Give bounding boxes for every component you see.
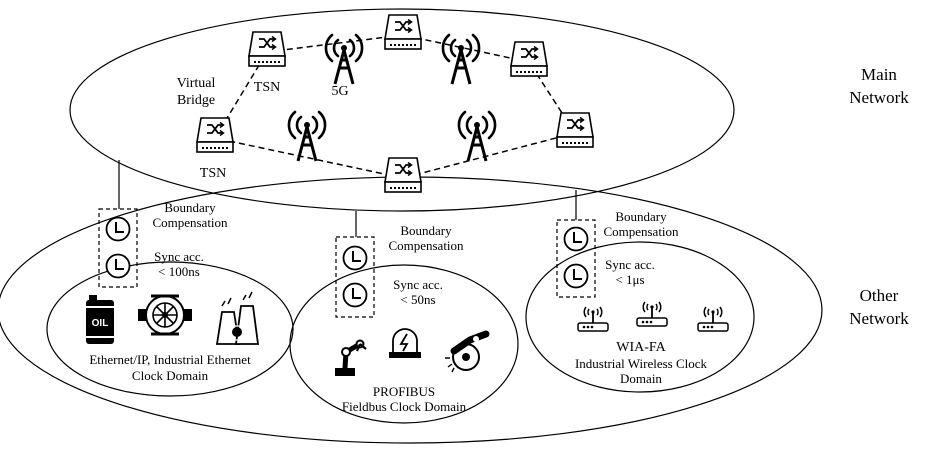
wia-fa-domain-label: Industrial Wireless Clock [575,356,708,371]
boundary-compensation-label: Compensation [603,224,679,239]
wireless-router-icon [577,306,609,332]
tsn-switch-icon [384,14,422,50]
tsn-switch-icon [248,31,286,67]
clock-icon [342,282,368,308]
tsn-label: TSN [254,80,280,95]
oil-barrel-icon: OIL [86,295,114,344]
5g-tower-icon [441,33,481,86]
main-network-label: Main [861,65,897,84]
wireless-router-icon [636,301,668,327]
boundary-compensation-label: Boundary [615,209,667,224]
turbine-icon [138,294,192,336]
sync-accuracy-label: < 1μs [615,272,644,287]
profibus-domain-ellipse [289,264,519,424]
boundary-clock-box [556,219,596,298]
boundary-compensation-label: Boundary [400,223,452,238]
profibus-domain-label: Fieldbus Clock Domain [342,399,467,414]
other-network-label: Network [849,309,909,328]
5g-tower-icon [324,33,364,86]
5g-tower-icon [457,110,497,163]
tsn-switch-icon [510,41,548,77]
tsn-switch-icon [196,117,234,153]
boundary-compensation-label: Compensation [152,215,228,230]
5g-label: 5G [331,84,348,99]
power-plant-icon [215,291,260,345]
5g-tower-icon [287,110,327,163]
other-network-label: Other [860,286,899,305]
wia-fa-domain-label: WIA-FA [616,340,666,355]
wia-fa-domain-label: Domain [620,371,662,386]
sync-accuracy-label: < 50ns [400,292,435,307]
tsn-switch-icon [384,157,422,193]
boundary-clock-box [335,236,375,318]
ethernet-domain-label: Clock Domain [132,368,209,383]
sync-accuracy-label: Sync acc. [393,277,443,292]
alarm-light-icon [389,328,421,358]
clock-icon [105,253,131,279]
main-network-ellipse [69,8,735,212]
tsn-label: TSN [200,166,226,181]
boundary-clock-box [98,208,138,288]
wia-fa-domain-ellipse [525,241,755,393]
sync-accuracy-label: < 100ns [158,264,200,279]
virtual-bridge-label: Virtual [177,76,216,91]
sync-accuracy-label: Sync acc. [605,257,655,272]
main-network-label: Network [849,88,909,107]
profibus-domain-label: PROFIBUS [373,384,435,399]
clock-icon [105,216,131,242]
boundary-compensation-label: Boundary [164,200,216,215]
virtual-bridge-label: Bridge [177,93,215,108]
boundary-compensation-label: Compensation [388,238,464,253]
clock-icon [563,263,589,289]
grinder-icon [445,330,490,373]
clock-icon [342,245,368,271]
ethernet-domain-ellipse [46,261,294,397]
ethernet-domain-label: Ethernet/IP, Industrial Ethernet [89,352,251,367]
sync-accuracy-label: Sync acc. [154,249,204,264]
tsn-switch-icon [556,112,594,148]
svg-text:OIL: OIL [92,318,109,329]
clock-icon [563,226,589,252]
wireless-router-icon [697,306,729,332]
robot-arm-icon [335,339,367,376]
